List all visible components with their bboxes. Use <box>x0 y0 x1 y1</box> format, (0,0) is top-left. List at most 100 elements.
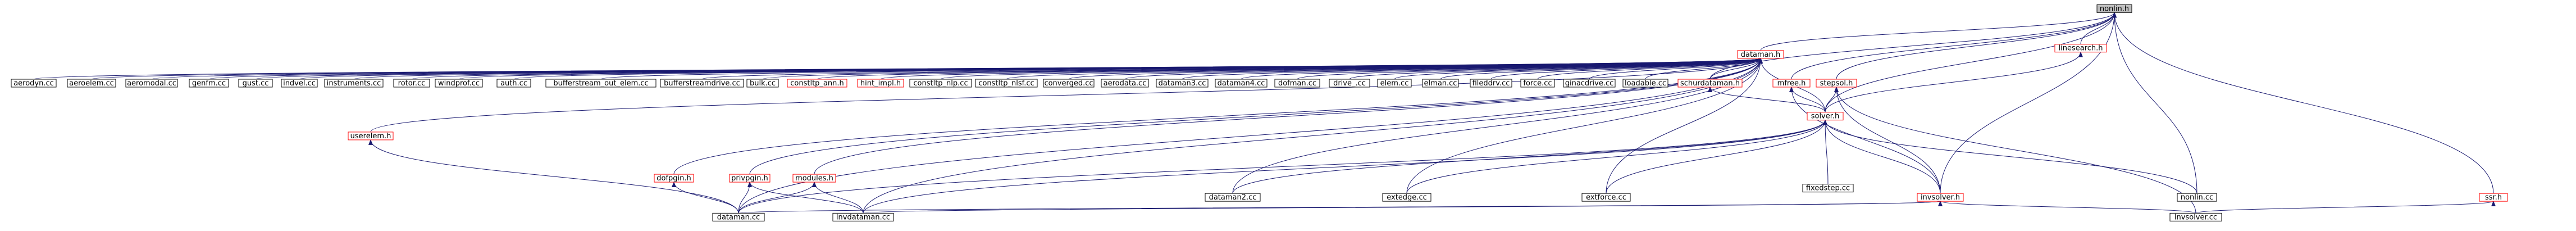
node-box <box>2169 212 2222 221</box>
node-windprof-cc[interactable]: windprof.cc <box>435 79 483 88</box>
node-aeroelem-cc[interactable]: aeroelem.cc <box>67 79 116 88</box>
node-dataman4-cc[interactable]: dataman4.cc <box>1215 79 1268 88</box>
node-box <box>712 212 765 221</box>
node-box <box>857 79 904 88</box>
node-aerodata-cc[interactable]: aerodata.cc <box>1101 79 1149 88</box>
node-bulk-cc[interactable]: bulk.cc <box>746 79 779 88</box>
node-ginacdrive-cc[interactable]: ginacdrive.cc <box>1563 79 1616 88</box>
edge-invsolver_cc-to-stepsol_h <box>1834 86 2196 214</box>
node-box <box>393 79 430 88</box>
edge-invdataman_cc-to-privpgin_h <box>747 182 864 214</box>
edge-schurdataman_h-to-nonlin_h <box>1709 12 2117 79</box>
node-indvel-cc[interactable]: indvel.cc <box>281 79 318 88</box>
node-extforce-cc[interactable]: extforce.cc <box>1581 193 1631 202</box>
node-invsolver-h[interactable]: invsolver.h <box>1917 193 1964 202</box>
node-constltp-ann-h[interactable]: constltp_ann.h <box>787 79 847 88</box>
edge-dataman_cc-to-dofpgin_h <box>672 182 739 214</box>
node-constltp-nlsf-cc[interactable]: constltp_nlsf.cc <box>975 79 1038 88</box>
edge-fileddrv_cc-to-dataman_h <box>1490 57 1763 80</box>
node-dataman3-cc[interactable]: dataman3.cc <box>1156 79 1209 88</box>
node-converged-cc[interactable]: converged.cc <box>1043 79 1095 88</box>
node-box <box>1677 79 1743 88</box>
node-box <box>729 174 770 183</box>
edge-solver_h-to-schurdataman_h <box>1708 86 1826 112</box>
node-box <box>787 79 847 88</box>
node-constltp-nlp-cc[interactable]: constltp_nlp.cc <box>909 79 972 88</box>
node-dataman-cc[interactable]: dataman.cc <box>712 212 765 221</box>
node-ssr-h[interactable]: ssr.h <box>2479 193 2508 202</box>
node-linesearch-h[interactable]: linesearch.h <box>2054 44 2107 53</box>
edge-dataman_cc-to-useratom_h <box>368 139 739 214</box>
node-box <box>1422 79 1459 88</box>
node-hint-impl-h[interactable]: hint_impl.h <box>857 79 904 88</box>
node-rotor-cc[interactable]: rotor.cc <box>393 79 430 88</box>
node-box <box>2054 44 2107 53</box>
node-box <box>1622 79 1668 88</box>
node-solver-h[interactable]: solver.h <box>1807 112 1844 121</box>
edge-ssr_h-to-nonlin_h <box>2112 12 2494 194</box>
node-genfm-cc[interactable]: genfm.cc <box>189 79 229 88</box>
node-mfree-h[interactable]: mfree.h <box>1772 79 1811 88</box>
node-box <box>435 79 483 88</box>
edge-loadable_cc-to-dataman_h <box>1645 57 1763 80</box>
node-box <box>1470 79 1512 88</box>
node-dofpgin-h[interactable]: dofpgin.h <box>654 174 694 183</box>
node-aeromodal-cc[interactable]: aeromodal.cc <box>125 79 178 88</box>
node-force-cc[interactable]: force.cc <box>1520 79 1555 88</box>
edge-invdataman_cc-to-solver_h <box>863 119 1827 214</box>
edge-force_cc-to-dataman_h <box>1537 57 1763 80</box>
node-nonlin-cc[interactable]: nonlin.cc <box>2177 193 2217 202</box>
node-stepsol-h[interactable]: stepsol.h <box>1816 79 1857 88</box>
node-dataman-h[interactable]: dataman.h <box>1737 50 1784 59</box>
node-invsolver-cc[interactable]: invsolver.cc <box>2169 212 2222 221</box>
node-aerodyn-cc[interactable]: aerodyn.cc <box>11 79 57 88</box>
edge-solver_h-to-nonlin_h <box>1825 12 2117 112</box>
node-box <box>660 79 744 88</box>
node-fileddrv-cc[interactable]: fileddrv.cc <box>1470 79 1512 88</box>
node-fixedstep-cc[interactable]: fixedstep.cc <box>1802 184 1854 193</box>
node-elman-cc[interactable]: elman.cc <box>1422 79 1459 88</box>
edge-invsolver_h-to-nonlin_h <box>1940 12 2117 194</box>
edge-mfree_h-to-nonlin_h <box>1791 12 2117 79</box>
node-box <box>1274 79 1320 88</box>
node-box <box>1807 112 1844 121</box>
node-loadable-cc[interactable]: loadable.cc <box>1622 79 1668 88</box>
edge-modules_h-to-dataman_h <box>814 57 1763 175</box>
node-gust-cc[interactable]: gust.cc <box>238 79 273 88</box>
edge-nonlin_cc-to-solver_h <box>1823 119 2197 194</box>
node-box <box>238 79 273 88</box>
edge-invsolver_cc-to-invsolver_h <box>1938 201 2196 214</box>
node-invdataman-cc[interactable]: invdataman.cc <box>832 212 894 221</box>
node-auth-cc[interactable]: auth.cc <box>496 79 531 88</box>
node-elem-cc[interactable]: elem.cc <box>1377 79 1412 88</box>
node-box <box>125 79 178 88</box>
node-schurdataman-h[interactable]: schurdataman.h <box>1677 79 1743 88</box>
node-nonlin-h[interactable]: nonlin.h <box>2096 4 2132 13</box>
node-box <box>1101 79 1149 88</box>
node-box <box>11 79 57 88</box>
node-bufferstream-out-elem-cc[interactable]: bufferstream_out_elem.cc <box>545 79 656 88</box>
node-box <box>1772 79 1811 88</box>
node-box <box>2096 4 2132 13</box>
node-drive-cc[interactable]: drive_.cc <box>1329 79 1370 88</box>
node-box <box>1802 184 1854 193</box>
node-dofman-cc[interactable]: dofman.cc <box>1274 79 1320 88</box>
node-privpgin-h[interactable]: privpgin.h <box>729 174 770 183</box>
edge-invsolver_cc-to-ssr_h <box>2195 201 2496 214</box>
node-box <box>67 79 116 88</box>
node-dataman2-cc[interactable]: dataman2.cc <box>1205 193 1261 202</box>
node-box <box>975 79 1038 88</box>
node-instruments-cc[interactable]: instruments.cc <box>324 79 384 88</box>
edge-nonlin_cc-to-nonlin_h <box>2112 12 2197 194</box>
edge-useratom_h-to-dataman_h <box>370 57 1763 133</box>
node-box <box>1205 193 1261 202</box>
node-modules-h[interactable]: modules.h <box>792 174 836 183</box>
node-extedge-cc[interactable]: extedge.cc <box>1382 193 1431 202</box>
node-bufferstreamdrive-cc[interactable]: bufferstreamdrive.cc <box>660 79 744 88</box>
edge-dataman_cc-to-privpgin_h <box>738 182 752 214</box>
node-box <box>792 174 836 183</box>
node-useratom-h[interactable]: userelem.h <box>348 132 394 141</box>
edge-extforce_cc-to-dataman_h <box>1606 57 1763 194</box>
node-box <box>1377 79 1412 88</box>
node-box <box>496 79 531 88</box>
